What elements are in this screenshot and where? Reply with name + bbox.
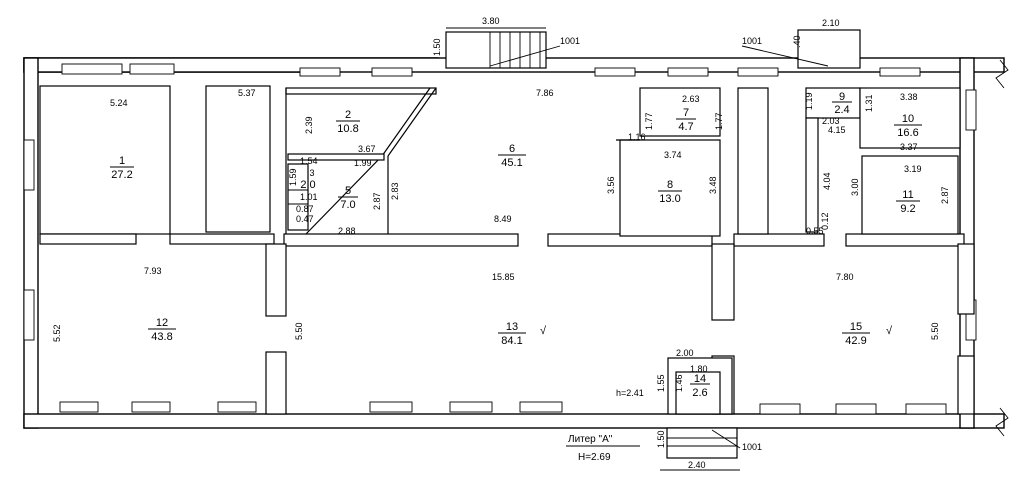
dim-2-00: 2.00 (676, 348, 694, 358)
litera-block: Литер "А" H=2.69 (566, 434, 640, 463)
room-2-area: 10.8 (337, 123, 358, 135)
room-5-area: 7.0 (340, 199, 355, 211)
dim-3-38: 3.38 (900, 92, 918, 102)
dim-2-40: 2.40 (688, 460, 706, 470)
dim-0-87: 0.87 (296, 204, 314, 214)
room-3-area: 2.0 (300, 179, 315, 191)
dim-2-63: 2.63 (682, 94, 700, 104)
room-12-number: 12 (156, 317, 168, 329)
dim-1-31: 1.31 (864, 94, 874, 112)
dim-2-10: 2.10 (822, 18, 840, 28)
dim-3-67: 3.67 (358, 144, 376, 154)
dim-0-12: 0.12 (820, 212, 830, 230)
dim-2-88: 2.88 (338, 226, 356, 236)
dim-1-80: 1.80 (690, 364, 708, 374)
dim-1-54: 1.54 (300, 156, 318, 166)
litera-height: H=2.69 (578, 452, 611, 463)
room-11-area: 9.2 (900, 203, 915, 215)
dim-15-85: 15.85 (492, 272, 515, 282)
dim-1-50-top: 1.50 (432, 38, 442, 56)
dim-1-50-bottom: 1.50 (656, 430, 666, 448)
dim-1001-top-right: 1001 (742, 36, 762, 46)
dim-0-47: 0.47 (296, 214, 314, 224)
dim-8-49: 8.49 (494, 214, 512, 224)
room-6-number: 6 (509, 143, 515, 155)
dim-3-37: 3.37 (900, 142, 918, 152)
litera-title: Литер "А" (568, 434, 613, 445)
dim-7-80: 7.80 (836, 272, 854, 282)
dim-5-37: 5.37 (238, 88, 256, 98)
room-14-area: 2.6 (692, 387, 707, 399)
dimension-labels: 3.80 1.50 1001 1001 2.10 .40 5.24 5.37 2… (52, 16, 950, 470)
room-1-number: 1 (119, 155, 125, 167)
room-10-area: 16.6 (897, 127, 918, 139)
dim-1-01: 1.01 (300, 192, 318, 202)
dim-0-40: .40 (792, 35, 802, 48)
room-13-check: √ (540, 325, 547, 337)
dim-1001-top-left: 1001 (560, 36, 580, 46)
dim-2-87-room5: 2.87 (372, 192, 382, 210)
room-9-area: 2.4 (834, 104, 849, 116)
room-5-number: 5 (345, 185, 351, 197)
room-labels: 1 27.2 2 10.8 3 2.0 5 7.0 6 45.1 7 4.7 8… (110, 91, 922, 399)
dim-1-77-left: 1.77 (644, 112, 654, 130)
room-8-number: 8 (667, 179, 673, 191)
dim-4-15: 4.15 (828, 125, 846, 135)
windows (23, 63, 977, 415)
dim-1001-bottom: 1001 (742, 442, 762, 452)
room-15-check: √ (886, 325, 893, 337)
dim-1-16: 1.16 (628, 132, 646, 142)
dim-3-00: 3.00 (850, 178, 860, 196)
dim-3-74: 3.74 (664, 150, 682, 160)
room-8-area: 13.0 (659, 193, 680, 205)
dim-3-19: 3.19 (904, 164, 922, 174)
room-10-number: 10 (902, 113, 914, 125)
room-11-number: 11 (902, 189, 913, 201)
dim-1-46: 1.46 (674, 374, 684, 392)
dim-1-55: 1.55 (656, 374, 666, 392)
dim-0-55: 0.55 (806, 226, 824, 236)
dim-5-24: 5.24 (110, 98, 128, 108)
room-12-area: 43.8 (151, 331, 172, 343)
dim-4-04: 4.04 (822, 172, 832, 190)
room-2-number: 2 (345, 109, 351, 121)
dim-7-93: 7.93 (144, 266, 162, 276)
room-13-number: 13 (506, 321, 518, 333)
room-7-number: 7 (683, 107, 689, 119)
dim-h-2-41: h=2.41 (616, 388, 644, 398)
room-9-number: 9 (839, 91, 845, 103)
room-15-number: 15 (850, 321, 862, 333)
dim-3-80: 3.80 (482, 16, 500, 26)
room-14-number: 14 (694, 373, 706, 385)
room-13-area: 84.1 (501, 335, 522, 347)
interior-walls (39, 85, 975, 415)
dim-1-99: 1.99 (354, 158, 372, 168)
dim-3-48: 3.48 (708, 176, 718, 194)
dim-1-19: 1.19 (804, 92, 814, 110)
dim-1-77-right: 1.77 (714, 112, 724, 130)
dim-5-50-right: 5.50 (930, 322, 940, 340)
dim-1-59: 1.59 (288, 168, 298, 186)
room-15-area: 42.9 (845, 335, 866, 347)
room-1-area: 27.2 (111, 169, 132, 181)
room-7-area: 4.7 (678, 121, 693, 133)
dim-7-86: 7.86 (536, 88, 554, 98)
dim-2-83: 2.83 (390, 182, 400, 200)
room-6-area: 45.1 (501, 157, 522, 169)
dim-2-87-right: 2.87 (940, 186, 950, 204)
dim-2-03: 2.03 (822, 116, 840, 126)
dim-2-39: 2.39 (304, 116, 314, 134)
dim-5-50-mid: 5.50 (294, 322, 304, 340)
dim-3-56: 3.56 (606, 176, 616, 194)
room-3-number: 3 (309, 168, 314, 178)
dim-5-52: 5.52 (52, 324, 62, 342)
